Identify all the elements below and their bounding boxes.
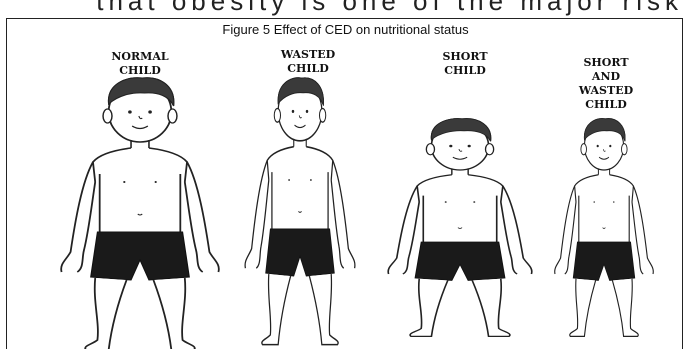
short-child-figure bbox=[388, 119, 532, 337]
short-and-wasted-child-figure bbox=[555, 119, 654, 337]
normal-child-figure bbox=[61, 78, 219, 349]
wasted-child-figure bbox=[245, 78, 355, 345]
